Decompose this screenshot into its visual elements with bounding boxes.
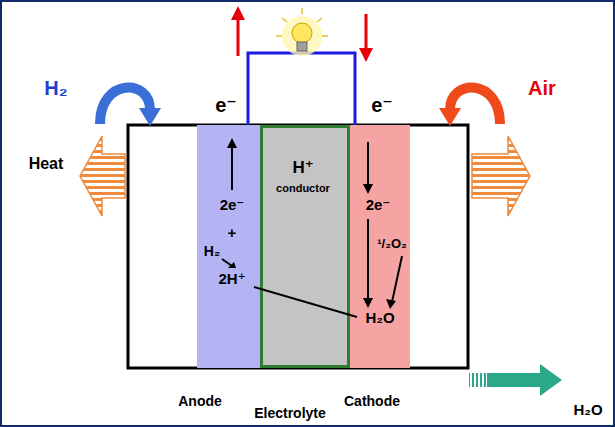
air-label: Air [528,77,556,99]
electron-flow-arrow [237,18,240,56]
oxygen-label: ¹/₂O₂ [377,237,407,251]
cathode-layer: 2e⁻¹/₂O₂H₂OCathode [350,125,410,368]
bulb-base [297,42,307,51]
electron-label: 2e⁻ [220,197,245,214]
air-inlet-head [439,108,461,126]
part-name: Cathode [344,394,400,409]
hydrogen-inlet-arrow [100,88,150,124]
hydrogen-label: H₂ [204,244,220,259]
water-outlet-arrow [487,373,540,387]
air-inlet-arrow [450,88,500,124]
part-caption: conductor [276,182,330,194]
cell-housing [128,125,468,368]
electron-arrow [231,146,233,190]
proton-label: H⁺ [292,159,313,178]
water-outlet-head [540,364,562,396]
electron-arrow [367,142,369,186]
plus-sign: + [228,225,237,242]
water-outlet-stripes [469,373,487,387]
anode-layer: 2e⁻+H₂2H⁺Anode [197,125,260,368]
external-circuit-wire [248,53,355,125]
electrolyte-layer: H⁺conductorElectrolyte [260,125,350,368]
heat-arrow [472,136,530,216]
hydrogen-inlet-head [139,108,161,126]
electron-label: e⁻ [215,94,237,116]
part-name: Electrolyte [254,406,326,421]
electron-flow-arrow [365,14,368,50]
bulb-glow [282,16,322,56]
electron-flow-head [231,6,245,20]
fuel-label: H₂ [44,77,67,99]
electron-label: e⁻ [371,94,393,116]
proton-label: 2H⁺ [218,271,245,288]
electron-arrow [367,219,369,300]
electron-flow-head [359,48,373,62]
water-label: H₂O [365,310,394,327]
heat-label: Heat [29,155,64,173]
heat-arrow [80,136,125,216]
bulb-glass [292,23,312,43]
electron-label: 2e⁻ [366,197,391,214]
product-label: H₂O [573,402,602,419]
part-name: Anode [178,394,222,409]
